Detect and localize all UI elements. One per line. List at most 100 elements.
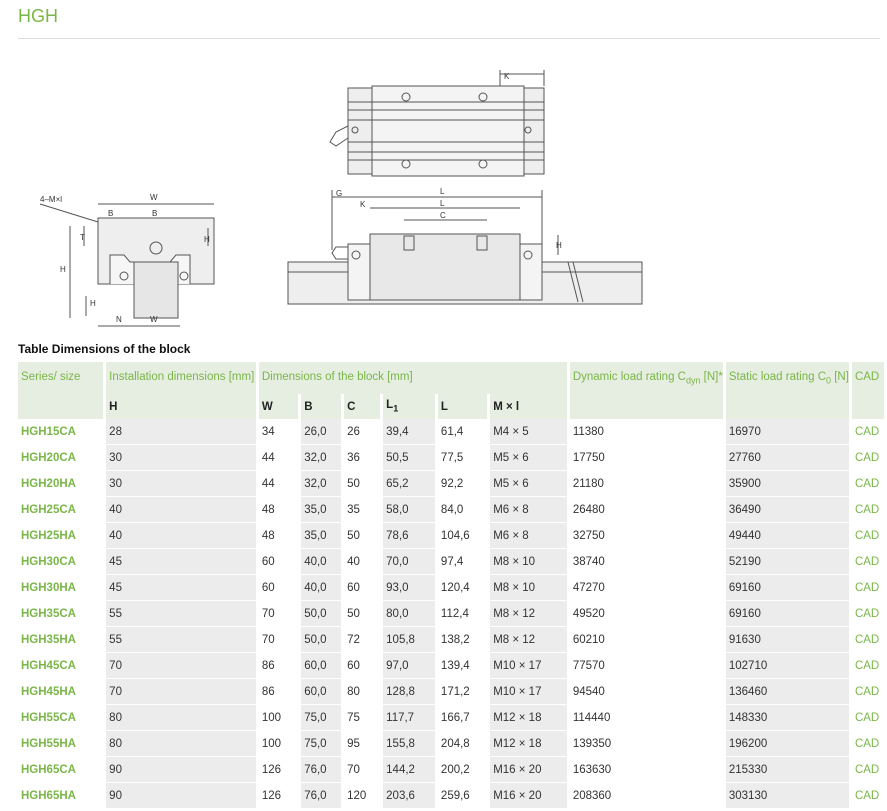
c-cell: 36 <box>344 445 381 471</box>
cad-link[interactable]: CAD <box>851 679 884 705</box>
ml-cell: M12 × 18 <box>490 731 567 757</box>
series-cell[interactable]: HGH25HA <box>18 523 104 549</box>
cad-link[interactable]: CAD <box>851 419 884 445</box>
ml-cell: M10 × 17 <box>490 653 567 679</box>
ml-cell: M10 × 17 <box>490 679 567 705</box>
series-cell[interactable]: HGH65HA <box>18 783 104 809</box>
static-cell: 27760 <box>725 445 849 471</box>
static-cell: 215330 <box>725 757 849 783</box>
series-cell[interactable]: HGH20HA <box>18 471 104 497</box>
cad-link[interactable]: CAD <box>851 627 884 653</box>
series-cell[interactable]: HGH55HA <box>18 731 104 757</box>
b-cell: 75,0 <box>301 705 342 731</box>
dynamic-cell: 77570 <box>569 653 723 679</box>
c-cell: 75 <box>344 705 381 731</box>
series-cell[interactable]: HGH35HA <box>18 627 104 653</box>
cad-link[interactable]: CAD <box>851 497 884 523</box>
dynamic-subheader-blank <box>569 394 723 419</box>
cad-link[interactable]: CAD <box>851 575 884 601</box>
svg-text:H: H <box>60 265 66 274</box>
title-divider <box>18 38 880 39</box>
svg-text:H: H <box>204 235 210 244</box>
svg-text:N: N <box>116 315 122 324</box>
series-cell[interactable]: HGH20CA <box>18 445 104 471</box>
cad-link[interactable]: CAD <box>851 471 884 497</box>
svg-text:L: L <box>440 187 445 196</box>
series-cell[interactable]: HGH55CA <box>18 705 104 731</box>
l1-cell: 50,5 <box>383 445 435 471</box>
l-cell: 138,2 <box>437 627 488 653</box>
static-cell: 52190 <box>725 549 849 575</box>
l1-cell: 78,6 <box>383 523 435 549</box>
svg-text:W: W <box>150 315 158 324</box>
svg-text:T: T <box>80 233 85 242</box>
ml-cell: M16 × 20 <box>490 783 567 809</box>
c-cell: 40 <box>344 549 381 575</box>
w-cell: 86 <box>258 653 299 679</box>
static-cell: 69160 <box>725 601 849 627</box>
cad-link[interactable]: CAD <box>851 653 884 679</box>
cad-link[interactable]: CAD <box>851 549 884 575</box>
b-cell: 76,0 <box>301 783 342 809</box>
dynamic-cell: 47270 <box>569 575 723 601</box>
w-cell: 100 <box>258 731 299 757</box>
l1-cell: 105,8 <box>383 627 435 653</box>
h-cell: 70 <box>106 679 256 705</box>
series-cell[interactable]: HGH30CA <box>18 549 104 575</box>
h-cell: 55 <box>106 601 256 627</box>
series-cell[interactable]: HGH45HA <box>18 679 104 705</box>
l1-cell: 93,0 <box>383 575 435 601</box>
b-cell: 40,0 <box>301 575 342 601</box>
series-cell[interactable]: HGH45CA <box>18 653 104 679</box>
dynamic-cell: 26480 <box>569 497 723 523</box>
static-header: Static load rating C0 [N] <box>725 362 849 394</box>
static-cell: 35900 <box>725 471 849 497</box>
l1-cell: 117,7 <box>383 705 435 731</box>
ml-cell: M16 × 20 <box>490 757 567 783</box>
b-cell: 75,0 <box>301 731 342 757</box>
l1-cell: 128,8 <box>383 679 435 705</box>
static-cell: 102710 <box>725 653 849 679</box>
l-cell: 139,4 <box>437 653 488 679</box>
c-cell: 80 <box>344 679 381 705</box>
cad-link[interactable]: CAD <box>851 601 884 627</box>
l-cell: 120,4 <box>437 575 488 601</box>
l-cell: 259,6 <box>437 783 488 809</box>
c-cell: 50 <box>344 601 381 627</box>
b-cell: 35,0 <box>301 497 342 523</box>
dynamic-header: Dynamic load rating Cdyn [N]* <box>569 362 723 394</box>
c-cell: 50 <box>344 523 381 549</box>
cad-link[interactable]: CAD <box>851 783 884 809</box>
dynamic-cell: 38740 <box>569 549 723 575</box>
series-cell[interactable]: HGH30HA <box>18 575 104 601</box>
cad-link[interactable]: CAD <box>851 523 884 549</box>
page-title: HGH <box>18 6 58 26</box>
l1-cell: 39,4 <box>383 419 435 445</box>
series-cell[interactable]: HGH65CA <box>18 757 104 783</box>
static-cell: 16970 <box>725 419 849 445</box>
c-cell: 95 <box>344 731 381 757</box>
w-cell: 126 <box>258 757 299 783</box>
cad-link[interactable]: CAD <box>851 445 884 471</box>
ml-header: M × l <box>490 394 567 419</box>
svg-text:B: B <box>152 209 157 218</box>
dynamic-cell: 208360 <box>569 783 723 809</box>
static-cell: 69160 <box>725 575 849 601</box>
h-cell: 30 <box>106 445 256 471</box>
dynamic-cell: 11380 <box>569 419 723 445</box>
c-cell: 70 <box>344 757 381 783</box>
cad-link[interactable]: CAD <box>851 757 884 783</box>
l-cell: 97,4 <box>437 549 488 575</box>
cad-link[interactable]: CAD <box>851 731 884 757</box>
series-cell[interactable]: HGH25CA <box>18 497 104 523</box>
cad-link[interactable]: CAD <box>851 705 884 731</box>
series-cell[interactable]: HGH35CA <box>18 601 104 627</box>
l-cell: 77,5 <box>437 445 488 471</box>
series-cell[interactable]: HGH15CA <box>18 419 104 445</box>
